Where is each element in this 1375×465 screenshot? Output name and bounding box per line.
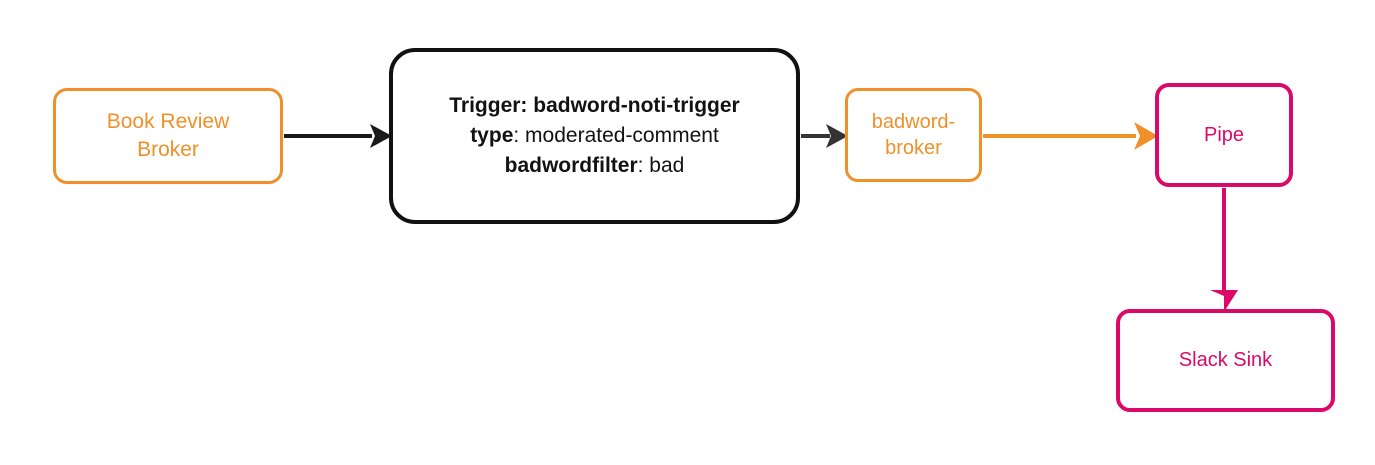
trigger-line-3: badwordfilter: bad	[505, 151, 685, 181]
edge-pipe-to-slack-sink	[1210, 188, 1238, 312]
node-book-review-broker[interactable]: Book Review Broker	[53, 88, 283, 184]
edge-book-review-broker-to-trigger	[284, 124, 392, 148]
trigger-line-1: Trigger: badword-noti-trigger	[449, 93, 740, 117]
trigger-line-2: type: moderated-comment	[470, 121, 719, 151]
node-badword-broker[interactable]: badword- broker	[845, 88, 982, 182]
node-trigger[interactable]: Trigger: badword-noti-trigger type: mode…	[389, 48, 800, 224]
node-book-review-broker-label: Book Review Broker	[106, 110, 230, 161]
node-slack-sink[interactable]: Slack Sink	[1116, 309, 1335, 412]
node-pipe-label: Pipe	[1203, 123, 1245, 146]
edge-badword-broker-to-pipe	[983, 122, 1158, 150]
trigger-line-3-key: badwordfilter	[504, 154, 638, 178]
trigger-line-2-key: type	[470, 123, 514, 147]
arrowhead-icon	[1210, 290, 1238, 312]
node-badword-broker-label: badword- broker	[871, 110, 956, 159]
node-slack-sink-label: Slack Sink	[1178, 349, 1273, 372]
trigger-line-3-value: : bad	[637, 154, 685, 178]
node-pipe[interactable]: Pipe	[1155, 83, 1293, 187]
arrowhead-icon	[826, 124, 848, 148]
edge-trigger-to-badword-broker	[801, 124, 848, 148]
arrowhead-icon	[370, 124, 392, 148]
trigger-line-2-value: : moderated-comment	[513, 123, 719, 147]
arrowhead-icon	[1134, 122, 1158, 150]
